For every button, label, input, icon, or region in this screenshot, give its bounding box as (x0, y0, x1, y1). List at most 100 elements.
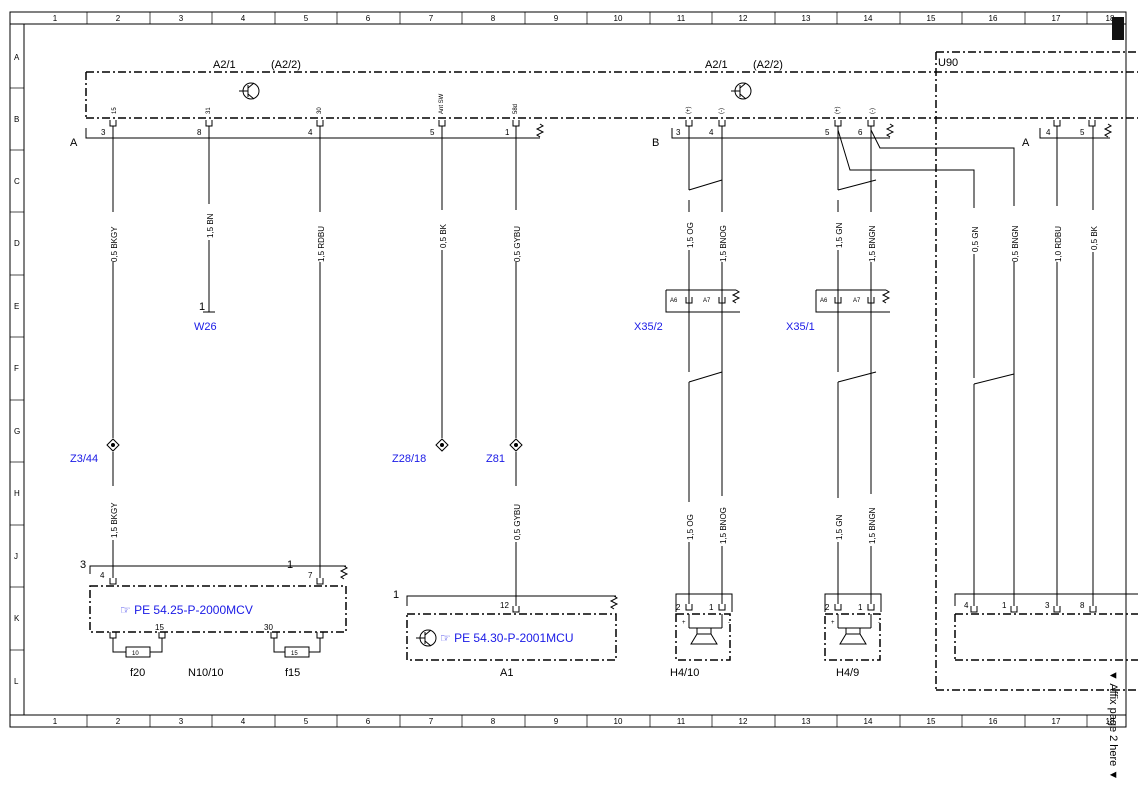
column-grid (86, 12, 1088, 727)
col-label: 14 (864, 717, 873, 726)
transistor-icon (731, 82, 752, 100)
svg-text:+: + (831, 620, 835, 626)
wire-label: 1,5 BKGY (110, 502, 119, 538)
speaker-icon (688, 614, 723, 645)
svg-text:12: 12 (500, 601, 509, 610)
w26-pin: 1 (199, 301, 205, 313)
z28-18-link[interactable]: Z28/18 (392, 453, 426, 465)
pin-label: 15 (112, 107, 118, 114)
col-label: 10 (614, 14, 623, 23)
x35-2-link[interactable]: X35/2 (634, 321, 663, 333)
module-title-left: A2/1 (213, 59, 236, 71)
col-label: 17 (1052, 14, 1061, 23)
col-label: 14 (864, 14, 873, 23)
pin-a7: A7 (853, 298, 861, 304)
pin-sockets (109, 120, 1096, 127)
connector-u90-label: A (1022, 137, 1030, 149)
x35-1-link[interactable]: X35/1 (786, 321, 815, 333)
connector-b-label: B (652, 137, 659, 149)
n10-10-label: N10/10 (188, 667, 223, 679)
col-label: 11 (677, 14, 686, 23)
col-label: 9 (554, 14, 559, 23)
pin-label: (-) (719, 108, 725, 114)
col-label: 16 (989, 717, 998, 726)
row-label: C (14, 177, 20, 186)
wire-label: 1,5 BNGN (868, 225, 877, 262)
row-label: F (14, 364, 19, 373)
page-mark-icon (1112, 17, 1124, 40)
n10-10-ref-link[interactable]: ☞ PE 54.25-P-2000MCV (120, 603, 253, 617)
pin-number: 8 (197, 128, 202, 137)
col-label: 18 (1106, 717, 1115, 726)
row-label: D (14, 239, 20, 248)
col-label: 4 (241, 14, 246, 23)
col-label: 13 (802, 717, 811, 726)
wire-labels-lower: 1,5 BKGY 0,5 GYBU 1,5 OG 1,5 BNOG 1,5 GN… (110, 502, 877, 544)
pin-number: 3 (101, 128, 106, 137)
wire-label: 1,5 GN (835, 514, 844, 540)
svg-text:2: 2 (825, 603, 830, 612)
connector-a: A (70, 123, 545, 149)
col-label: 17 (1052, 717, 1061, 726)
row-label: H (14, 489, 20, 498)
wire-label: 0,5 BKGY (110, 226, 119, 262)
wire-label: 0,5 BK (439, 223, 448, 248)
pin-a6: A6 (820, 298, 828, 304)
splice-z81: Z81 (486, 438, 523, 465)
u90-label: U90 (938, 57, 958, 69)
pin-a6: A6 (670, 298, 678, 304)
pin-label: (-) (870, 108, 876, 114)
wire-label: 0,5 GYBU (513, 226, 522, 262)
a1-label: A1 (500, 667, 513, 679)
w26-link[interactable]: W26 (194, 321, 217, 333)
svg-text:3: 3 (80, 559, 86, 571)
z3-44-link[interactable]: Z3/44 (70, 453, 98, 465)
pin-label: (+) (835, 106, 841, 114)
col-label: 7 (429, 14, 434, 23)
col-label: 12 (739, 14, 748, 23)
col-label: 11 (677, 717, 686, 726)
wire-label: 1,5 BNOG (719, 225, 728, 262)
svg-text:-: - (728, 620, 730, 626)
column-labels-top: 1 2 3 4 5 6 7 8 9 10 11 12 13 14 15 16 1… (53, 14, 1115, 23)
fuse-f20-label: f20 (130, 667, 145, 679)
module-a1: 1 12 ☞ PE 54.30-P-2001MCU A1 (393, 589, 619, 679)
fuse-f15-label: f15 (285, 667, 300, 679)
wire-label: 1,5 BNGN (868, 507, 877, 544)
row-label: E (14, 302, 19, 311)
pin-number: 4 (709, 128, 714, 137)
a1-ref-link[interactable]: ☞ PE 54.30-P-2001MCU (440, 631, 573, 645)
svg-text:10: 10 (132, 651, 139, 657)
svg-text:+: + (682, 620, 686, 626)
connector-u90-a: A (1022, 123, 1113, 149)
wire-label: 1,5 GN (835, 222, 844, 248)
col-label: 6 (366, 717, 371, 726)
row-label: B (14, 115, 19, 124)
module-u90: U90 (935, 51, 1138, 691)
pin-number: 1 (505, 128, 510, 137)
module-alt-right: (A2/2) (753, 59, 783, 71)
col-label: 3 (179, 14, 184, 23)
svg-text:3: 3 (1045, 601, 1050, 610)
pin-label: 58d (513, 104, 519, 114)
wire-label: 1,5 RDBU (317, 226, 326, 262)
col-label: 5 (304, 717, 309, 726)
col-label: 8 (491, 717, 496, 726)
row-label: G (14, 427, 20, 436)
h4-10-label: H4/10 (670, 667, 699, 679)
pin-number: 5 (430, 128, 435, 137)
z81-link[interactable]: Z81 (486, 453, 505, 465)
column-labels-bottom: 1 2 3 4 5 6 7 8 9 10 11 12 13 14 15 16 1… (53, 717, 1115, 726)
speaker-icon (837, 614, 872, 645)
col-label: 4 (241, 717, 246, 726)
u90-lower-connector: 4 1 3 8 (954, 593, 1138, 661)
diagram-frame (9, 11, 1127, 728)
col-label: 16 (989, 14, 998, 23)
pin-labels: 15 3 31 8 30 4 Ant SW 5 58d 1 (+) 3 (-) … (101, 93, 1085, 137)
wire-label: 0,5 GYBU (513, 504, 522, 540)
pin-number: 4 (1046, 128, 1051, 137)
wire-label: 1,5 OG (686, 514, 695, 540)
connector-b: B (652, 123, 895, 149)
svg-text:4: 4 (100, 571, 105, 580)
